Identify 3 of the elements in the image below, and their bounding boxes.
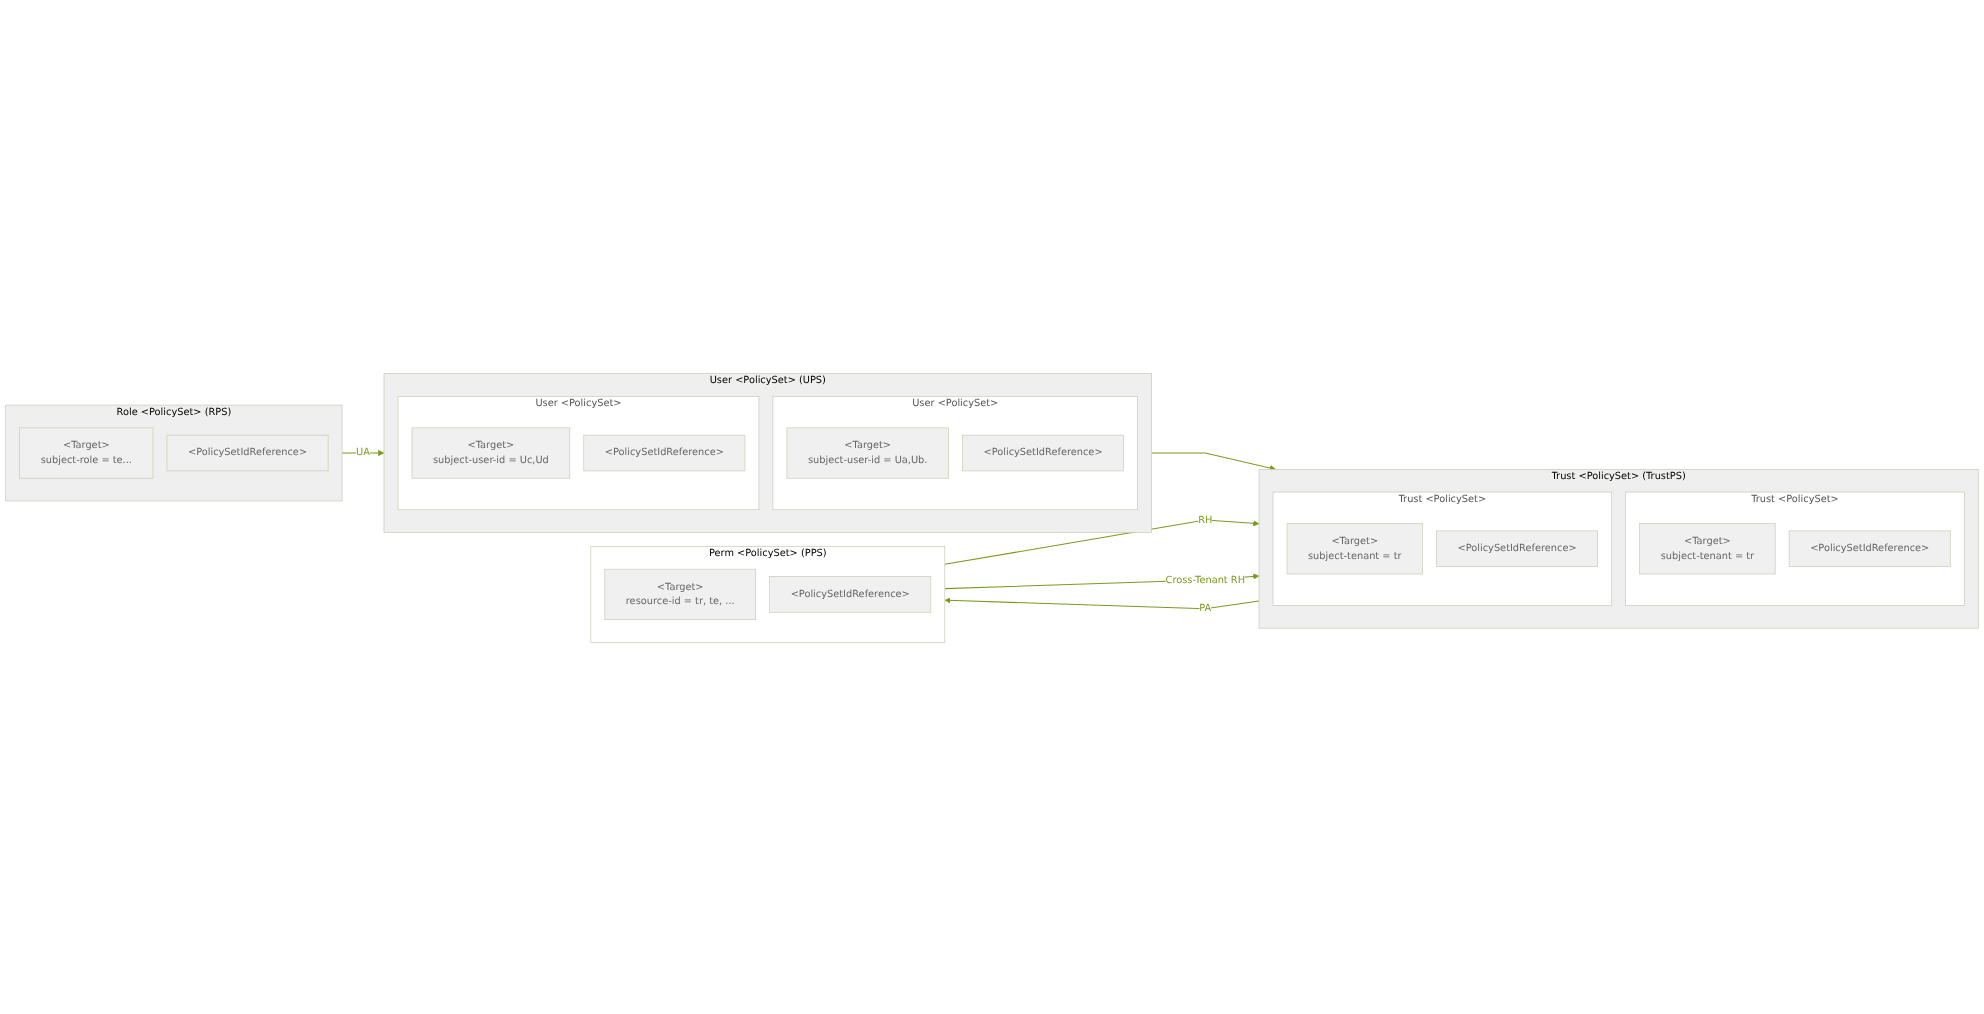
arrow: [1151, 451, 1276, 471]
arrow: [944, 518, 1260, 564]
arrow: [944, 596, 1260, 609]
